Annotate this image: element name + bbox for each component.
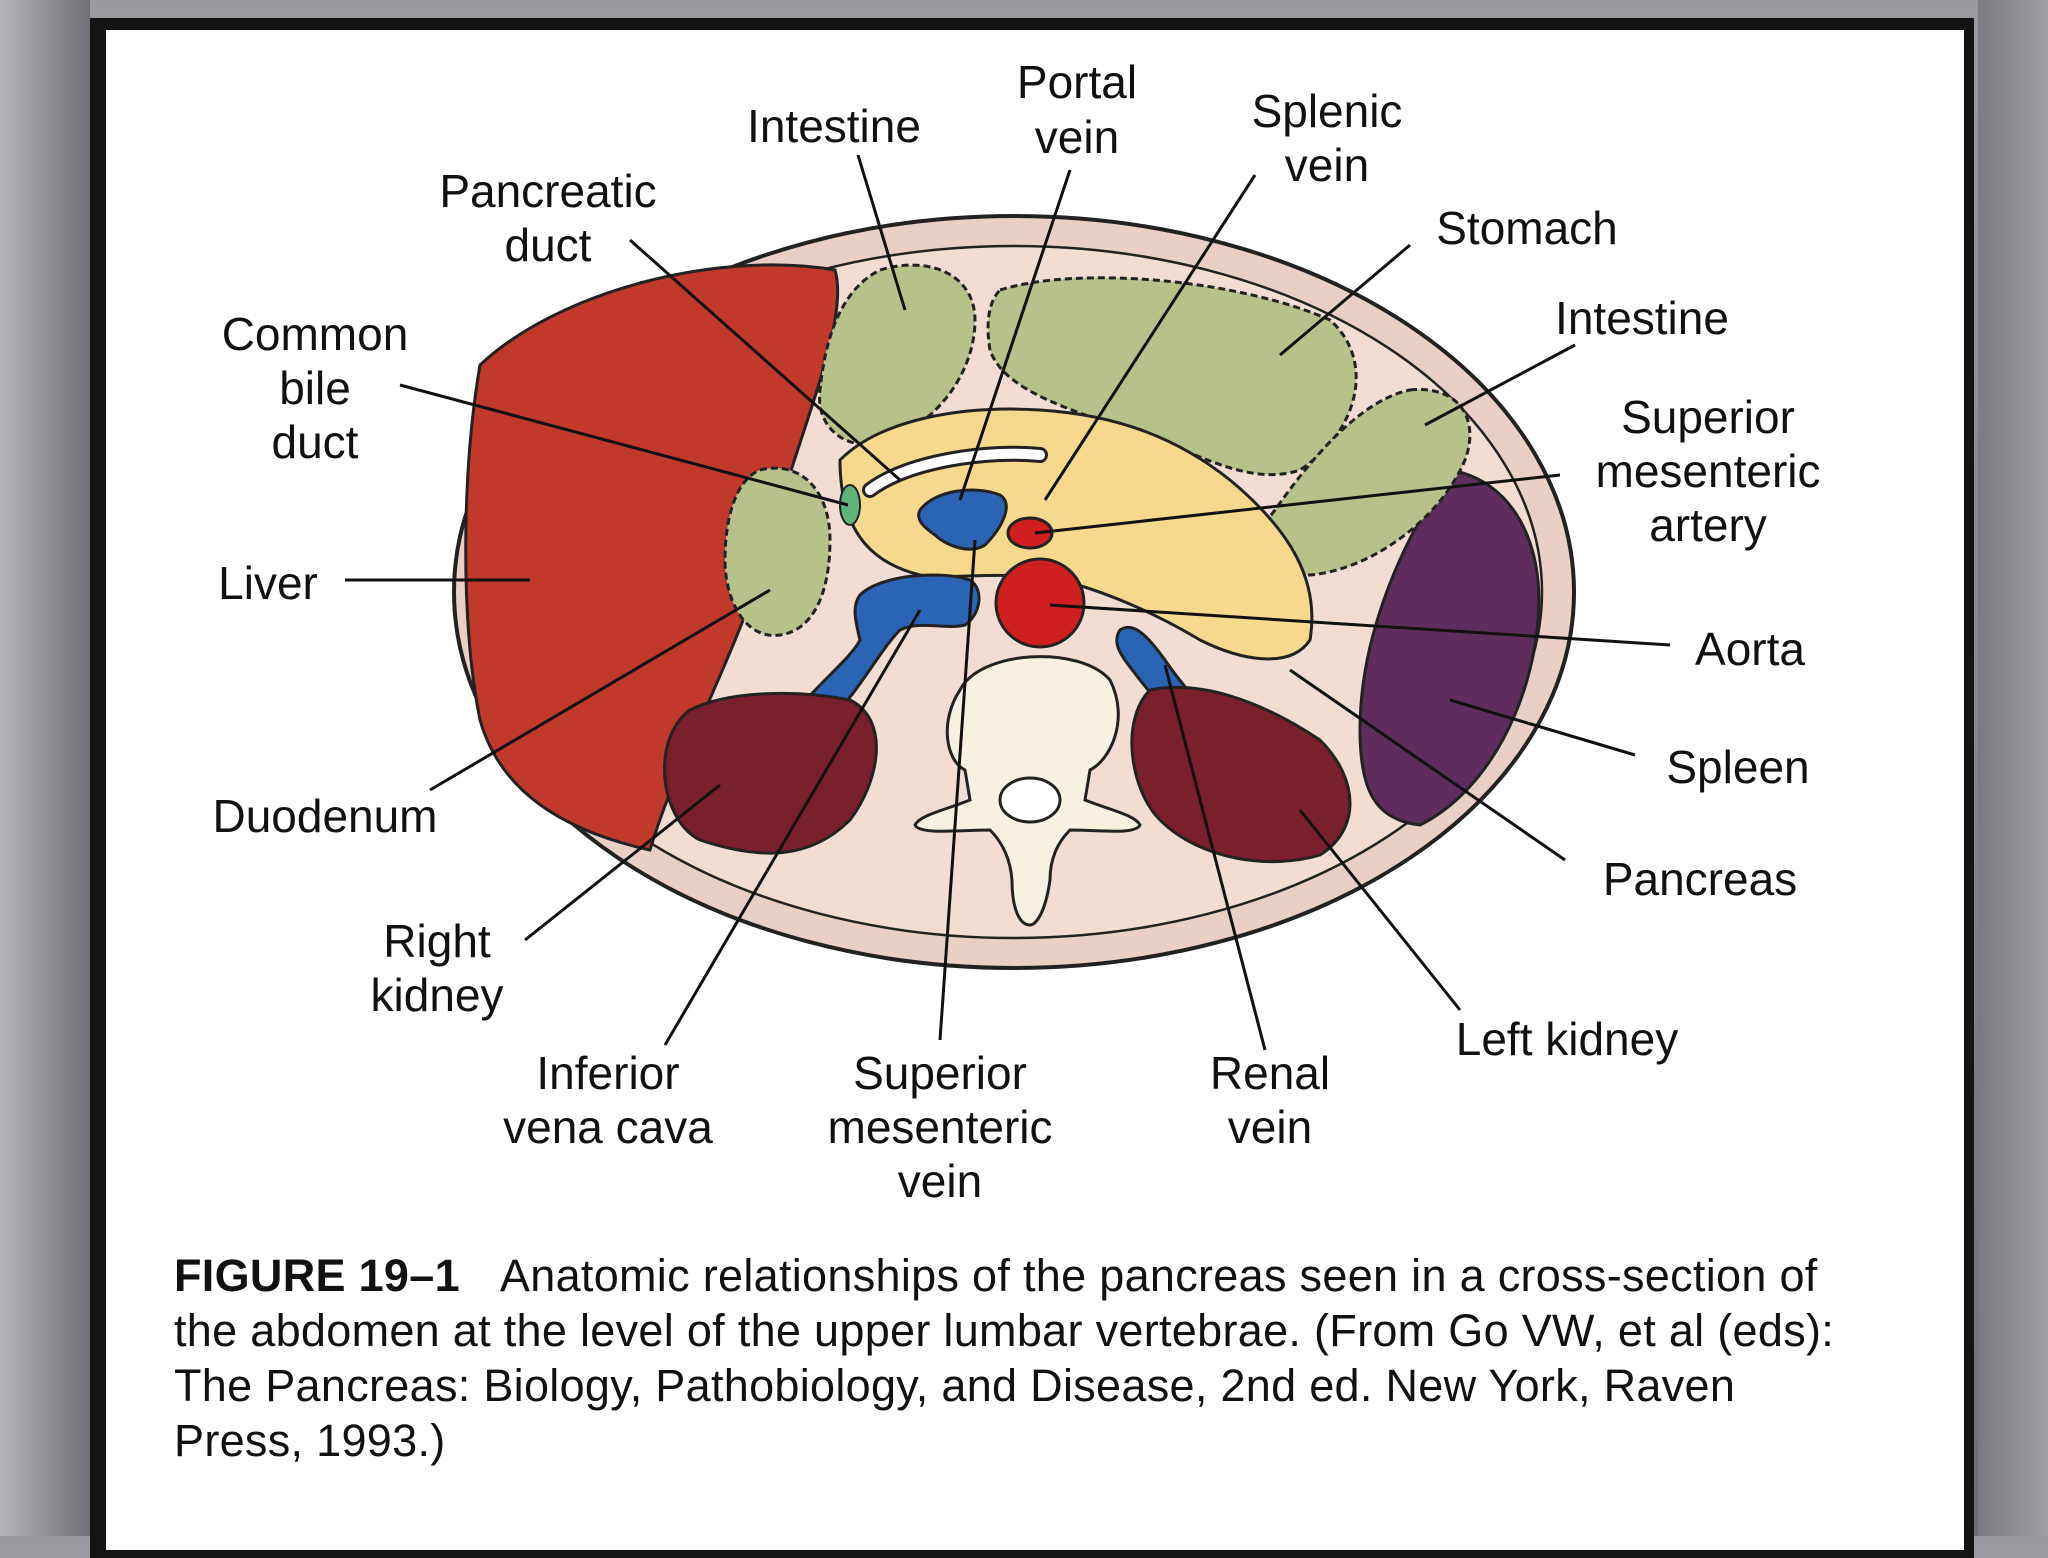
leader-intestine-right — [1424, 343, 1576, 427]
leader-aorta — [1049, 603, 1671, 647]
label-pancreatic-duct-line1: Pancreatic — [439, 165, 656, 217]
leader-stomach — [1279, 243, 1411, 357]
left-kidney-organ — [1130, 686, 1352, 864]
label-smv-line1: Superior — [853, 1047, 1027, 1099]
leader-left-kidney — [1298, 809, 1462, 1011]
leader-intestine-top — [856, 154, 907, 311]
label-common-bile-duct-line1: Common — [222, 308, 409, 360]
leader-superior-mesenteric-vein — [938, 539, 977, 1041]
pancreatic-duct — [865, 448, 1045, 495]
liver-organ — [464, 263, 840, 852]
label-splenic-vein-line2: vein — [1285, 139, 1369, 191]
figure-number: FIGURE 19–1 — [174, 1250, 460, 1301]
inferior-vena-cava-vessel — [792, 573, 981, 731]
label-ivc-line2: vena cava — [503, 1101, 713, 1153]
leader-lines — [345, 154, 1671, 1051]
leader-pancreatic-duct — [629, 238, 901, 482]
duodenum-organ — [723, 466, 832, 637]
leader-pancreas — [1289, 668, 1566, 862]
leader-superior-mesenteric-artery — [1034, 473, 1561, 535]
label-portal-vein-line2: vein — [1035, 111, 1119, 163]
label-right-kidney-line2: kidney — [371, 969, 504, 1021]
label-sma-line1: Superior — [1621, 391, 1795, 443]
slide-bevel-left — [0, 0, 90, 1536]
label-spleen: Spleen — [1666, 741, 1809, 793]
leader-renal-vein — [1163, 664, 1267, 1051]
slide-bevel-right — [1978, 0, 2048, 1536]
label-stomach: Stomach — [1436, 202, 1618, 254]
label-smv-line2: mesenteric — [828, 1101, 1053, 1153]
label-portal-vein-line1: Portal — [1017, 56, 1137, 108]
leader-common-bile-duct — [399, 383, 849, 507]
leader-duodenum — [429, 588, 771, 792]
leader-inferior-vena-cava — [663, 609, 922, 1046]
label-ivc-line1: Inferior — [536, 1047, 679, 1099]
label-common-bile-duct-line2: bile — [279, 362, 351, 414]
label-pancreas: Pancreas — [1603, 853, 1797, 905]
label-left-kidney: Left kidney — [1456, 1013, 1678, 1065]
intestine-right-organ — [1260, 388, 1472, 577]
label-intestine-top: Intestine — [747, 100, 921, 152]
right-kidney-organ — [663, 691, 878, 855]
label-intestine-right: Intestine — [1555, 292, 1729, 344]
leader-spleen — [1449, 698, 1636, 757]
stomach-organ — [986, 276, 1358, 477]
label-common-bile-duct-line3: duct — [272, 416, 359, 468]
label-pancreatic-duct-line2: duct — [505, 219, 592, 271]
label-smv-line3: vein — [898, 1155, 982, 1207]
superior-mesenteric-artery-vessel — [1006, 516, 1054, 550]
aorta-vessel — [994, 557, 1086, 649]
label-liver: Liver — [218, 557, 318, 609]
label-renal-vein-line2: vein — [1228, 1101, 1312, 1153]
figure-caption-text: Anatomic relationships of the pancreas s… — [174, 1250, 1835, 1466]
portal-vein-vessel — [917, 488, 1008, 551]
leader-right-kidney — [524, 783, 721, 942]
label-aorta: Aorta — [1695, 623, 1805, 675]
label-duodenum: Duodenum — [212, 790, 437, 842]
label-sma-line3: artery — [1649, 499, 1767, 551]
leader-splenic-vein — [1043, 174, 1257, 501]
label-right-kidney-line1: Right — [383, 915, 491, 967]
label-splenic-vein-line1: Splenic — [1252, 85, 1403, 137]
common-bile-duct-vessel — [839, 484, 861, 526]
label-sma-line2: mesenteric — [1596, 445, 1821, 497]
leader-portal-vein — [958, 169, 1072, 501]
spinal-canal — [998, 776, 1062, 824]
spleen-organ — [1358, 468, 1541, 827]
label-renal-vein-line1: Renal — [1210, 1047, 1330, 1099]
